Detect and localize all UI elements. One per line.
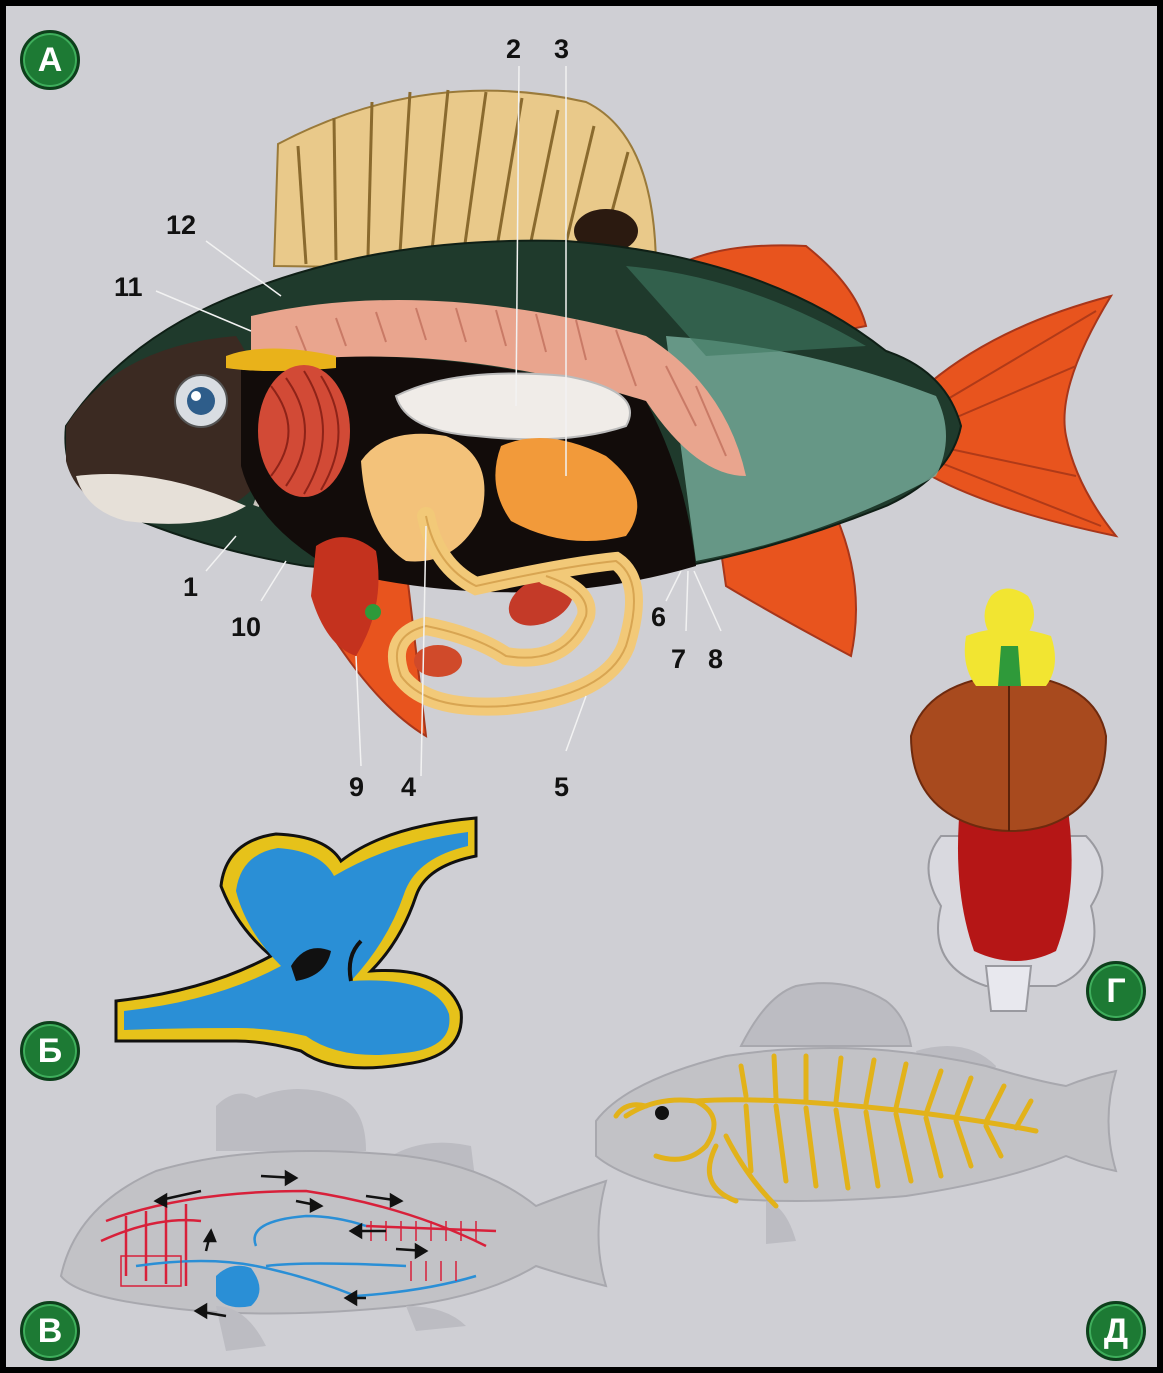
- label-3: 3: [554, 36, 569, 63]
- fish-heart-section: [116, 818, 476, 1068]
- circulatory-system-diagram: [61, 1089, 606, 1351]
- label-7: 7: [671, 646, 686, 673]
- figure-frame: А Б В Г Д 1 2 3 4 5 6 7 8 9 10 11 12: [6, 6, 1157, 1367]
- label-12: 12: [166, 212, 196, 239]
- label-1: 1: [183, 574, 198, 601]
- fish-brain-diagram: [911, 589, 1106, 1012]
- panel-badge-a: А: [20, 30, 80, 90]
- label-9: 9: [349, 774, 364, 801]
- label-11: 11: [114, 274, 143, 301]
- label-5: 5: [554, 774, 569, 801]
- label-10: 10: [231, 614, 261, 641]
- panel-badge-b: Б: [20, 1021, 80, 1081]
- panel-badge-v: В: [20, 1301, 80, 1361]
- perch-anatomy-illustration: [65, 66, 1116, 776]
- label-4: 4: [401, 774, 416, 801]
- panel-badge-d: Д: [1086, 1301, 1146, 1361]
- label-2: 2: [506, 36, 521, 63]
- panel-badge-g: Г: [1086, 961, 1146, 1021]
- nervous-system-diagram: [596, 983, 1116, 1244]
- label-6: 6: [651, 604, 666, 631]
- label-8: 8: [708, 646, 723, 673]
